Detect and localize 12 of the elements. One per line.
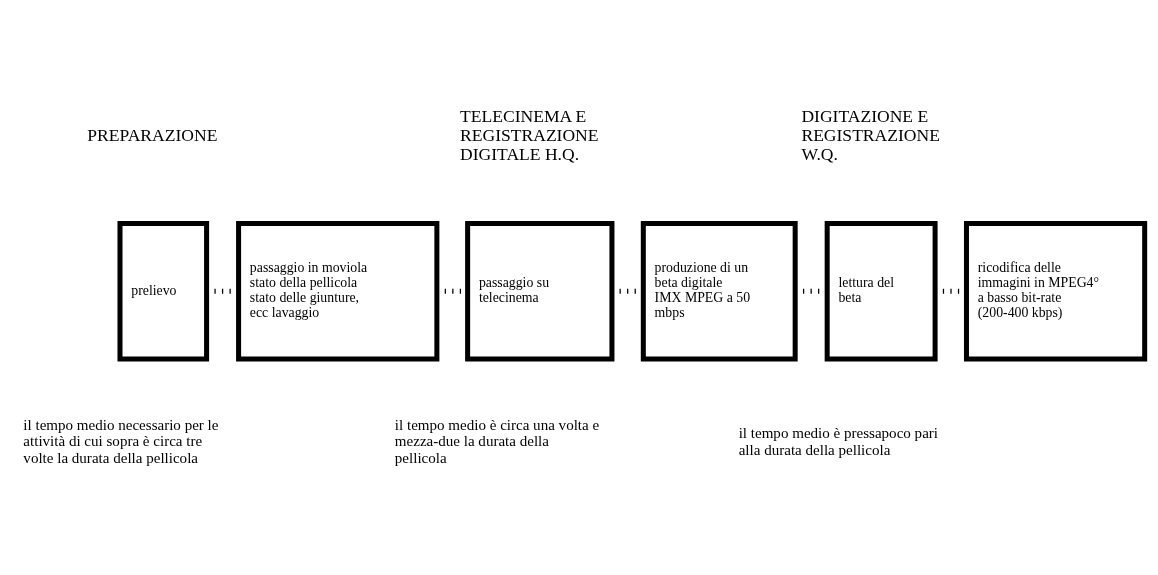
label: il tempo medio necessario per le attività di cui sopra è circa tre volte la durata della pellicola — [23, 417, 219, 466]
label: il tempo medio è circa una volta e mezza-due la durata della pellicola — [394, 417, 600, 466]
label: DIGITAZIONE E REGISTRAZIONE W.Q. — [801, 106, 940, 164]
node-box: lettura del beta — [824, 221, 938, 362]
node-box: produzione di un beta digitale IMX MPEG a 50 mbps — [640, 221, 798, 362]
label: TELECINEMA E REGISTRAZIONE DIGITALE H.Q. — [460, 106, 599, 164]
node-box: ricodifica delle immagini in MPEG4° a basso bit-rate (200-400 kbps) — [963, 221, 1148, 362]
node-box: prelievo — [117, 221, 210, 362]
label: il tempo medio è pressapoco pari alla durata della pellicola — [738, 425, 939, 458]
label: PREPARAZIONE — [87, 124, 218, 145]
node-box: passaggio in moviola stato della pellicola stato delle giunture, ecc lavaggio — [236, 221, 440, 362]
node-box: passaggio su telecinema — [465, 221, 615, 362]
